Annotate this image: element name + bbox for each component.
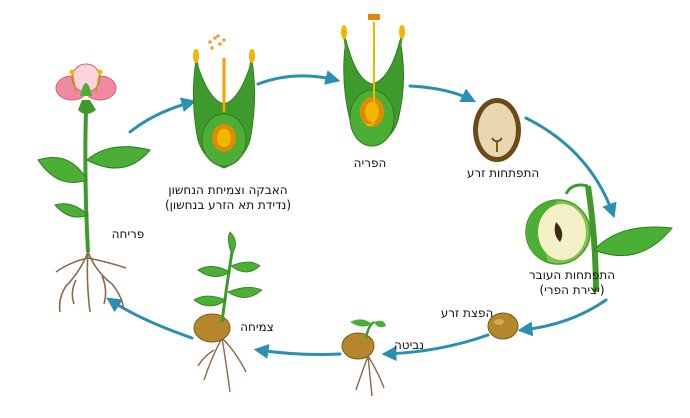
label-seed-development: התפתחות זרע <box>458 166 548 181</box>
flowering-plant-icon <box>37 63 151 313</box>
label-fruit-development: התפתחות העובר (יצירת הפרי) <box>522 268 622 298</box>
arrow-pollination-to-fertilization <box>256 70 341 86</box>
label-seed-dispersal: הפצת זרע <box>432 306 502 321</box>
label-seed-development-line-1: התפתחות זרע <box>466 166 540 180</box>
seed-icon <box>487 312 519 340</box>
cycle-arrows <box>106 70 617 362</box>
arrow-flowering-to-pollination <box>128 97 197 134</box>
label-growth: צמיחה <box>232 320 282 335</box>
label-fertilization-line-1: הפריה <box>353 156 387 170</box>
label-flowering-line-1: פריחה <box>111 227 145 241</box>
arrow-seed-to-fruit <box>524 116 617 219</box>
label-fruit-development-line-2: (יצירת הפרי) <box>539 283 605 297</box>
label-germination: נביטה <box>384 338 434 353</box>
label-pollination-line-1: האבקה וצמיחת הנחשון <box>168 183 288 197</box>
label-growth-line-1: צמיחה <box>240 320 274 334</box>
arrow-dispersal-to-seedling <box>381 333 490 362</box>
arrow-fruit-to-dispersal <box>517 298 608 337</box>
fruit-cross-section-icon <box>525 183 673 293</box>
seed-cross-section-icon <box>473 98 521 162</box>
young-plant-icon <box>193 231 263 393</box>
seedling-icon <box>341 319 386 397</box>
label-pollination: האבקה וצמיחת הנחשון (נדידת תא הזרע בנחשו… <box>148 183 308 213</box>
arrow-fertilization-to-seed <box>408 84 477 103</box>
label-germination-line-1: נביטה <box>393 338 425 352</box>
label-pollination-line-2: (נדידת תא הזרע בנחשון) <box>164 198 292 212</box>
label-seed-dispersal-line-1: הפצת זרע <box>440 306 494 320</box>
arrow-seedling-to-growth <box>253 344 342 359</box>
label-flowering: פריחה <box>98 227 158 242</box>
arrow-growth-to-flowering <box>106 297 194 340</box>
pollination-flower-icon <box>192 34 256 169</box>
fertilization-flower-icon <box>341 14 405 147</box>
label-fertilization: הפריה <box>340 156 400 171</box>
label-fruit-development-line-1: התפתחות העובר <box>528 268 616 282</box>
